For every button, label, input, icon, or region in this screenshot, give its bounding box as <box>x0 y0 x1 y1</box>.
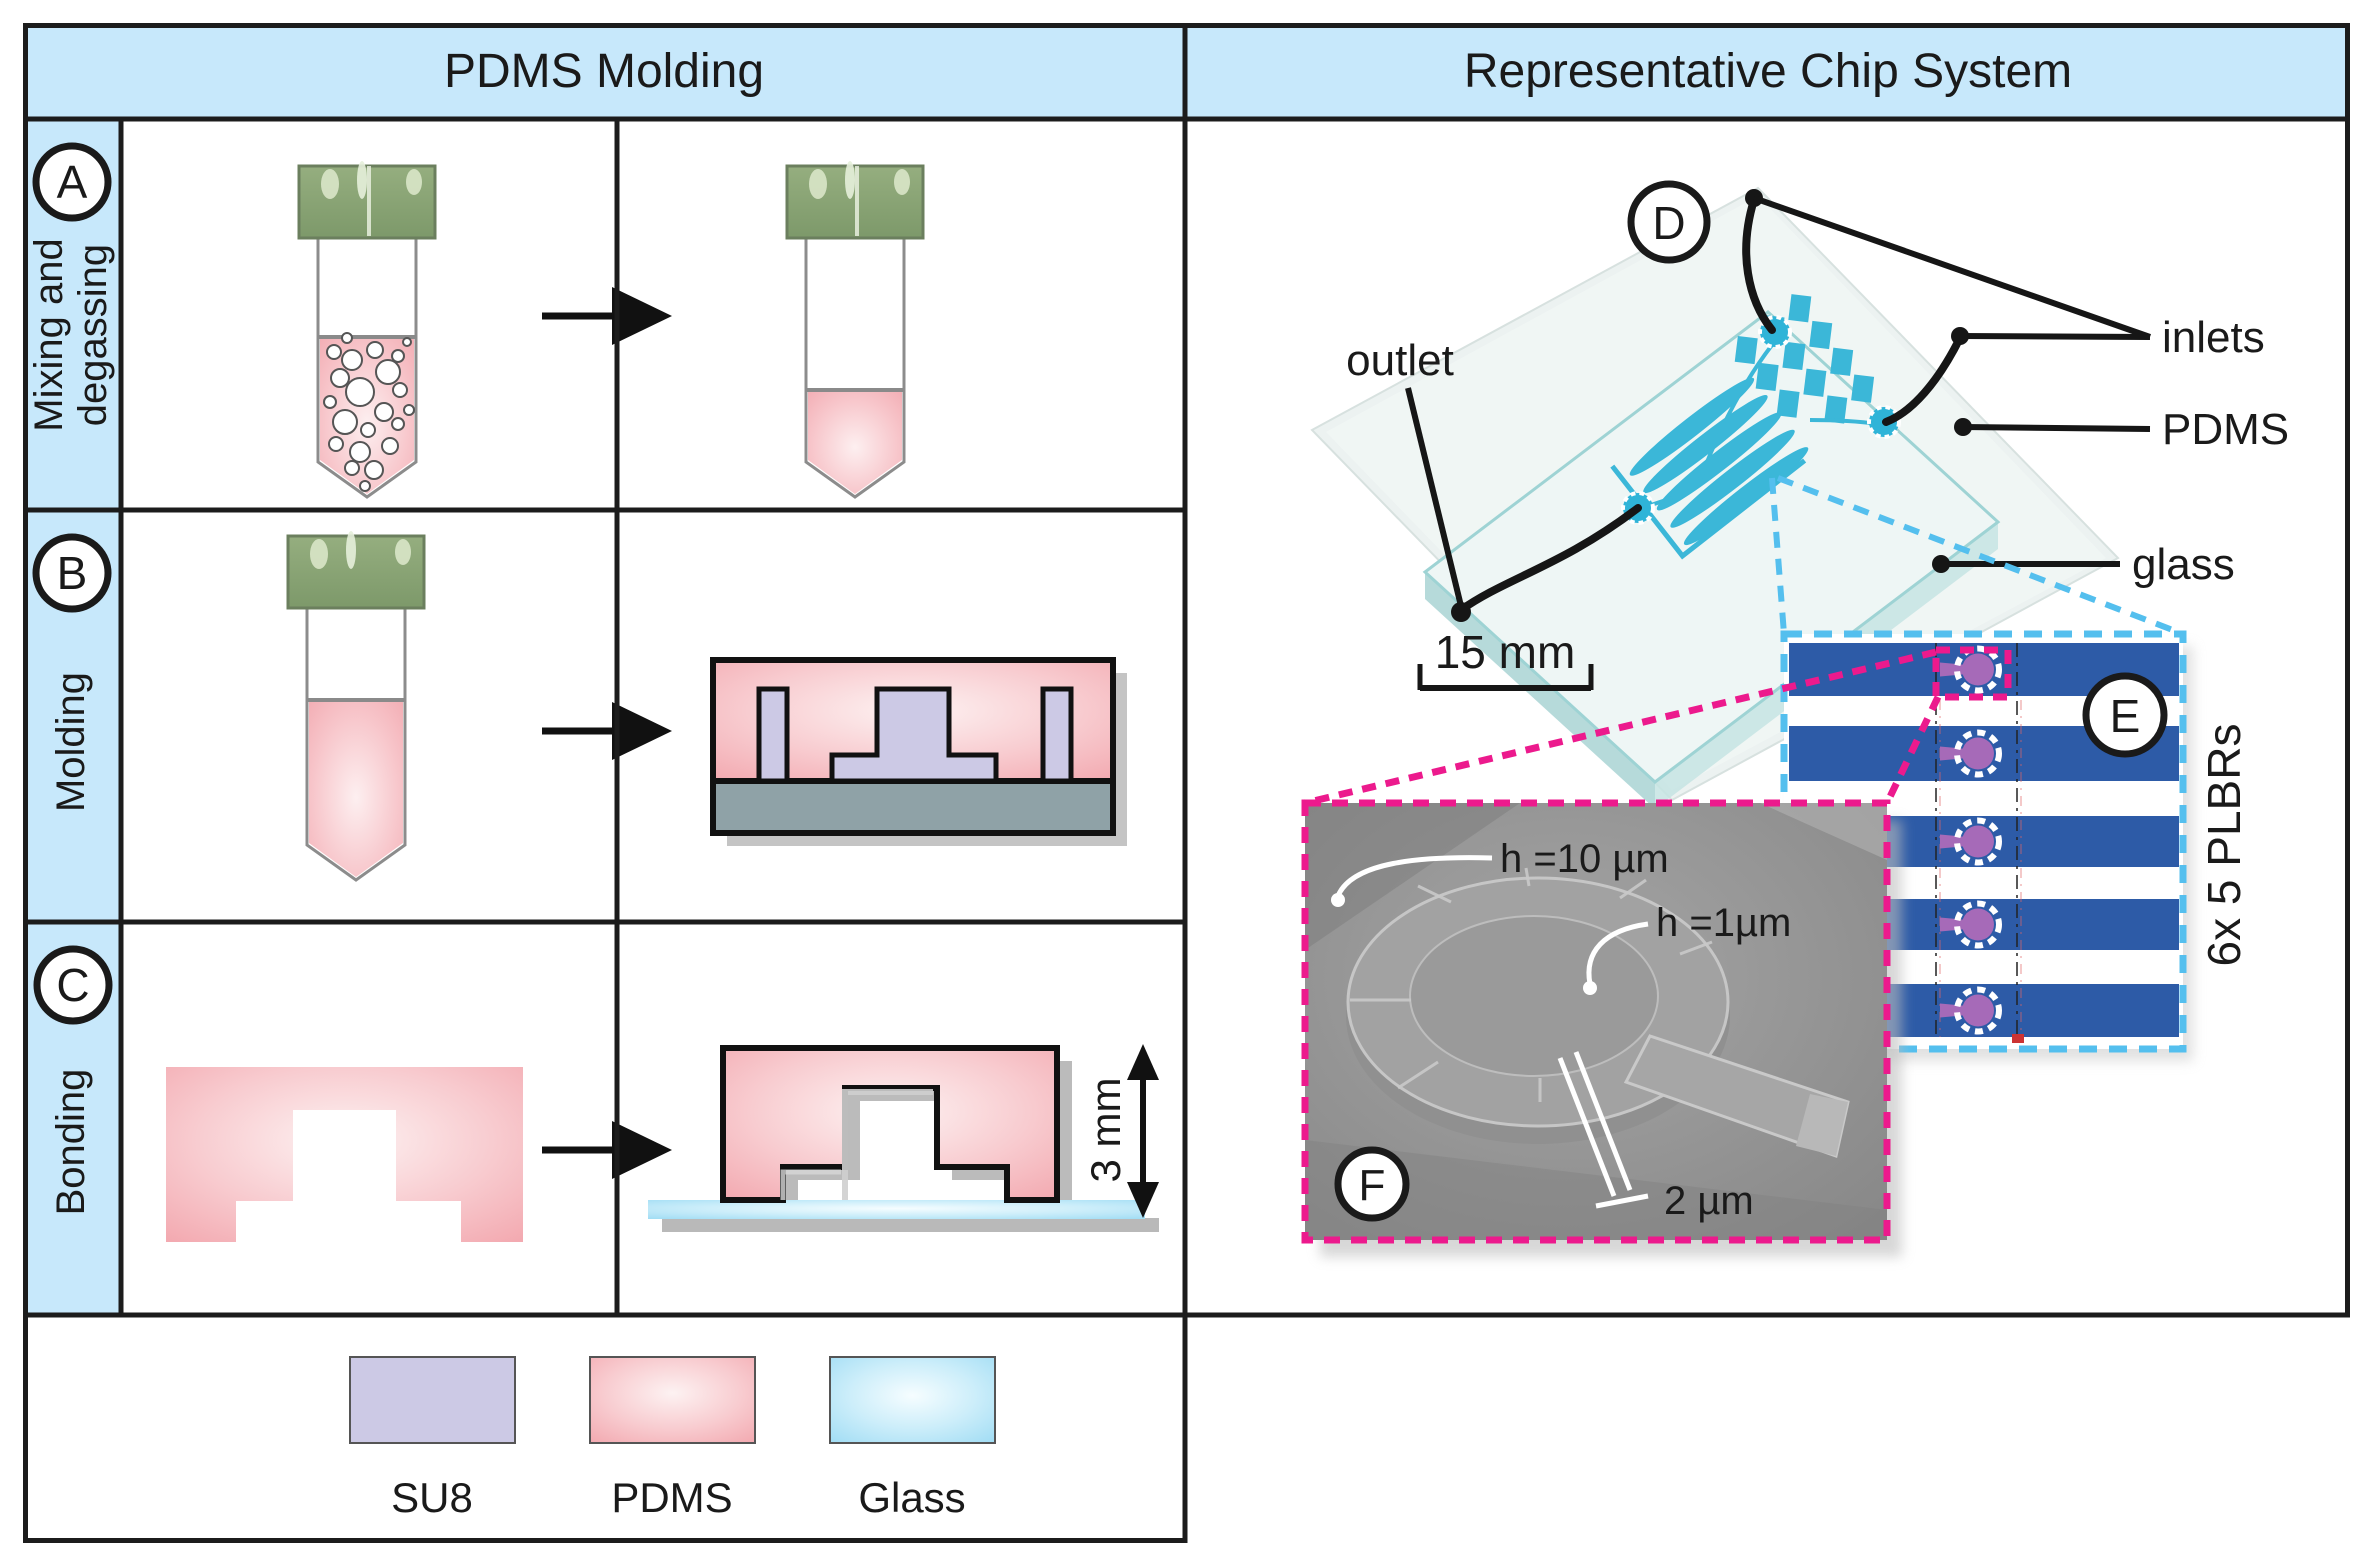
panel-e-badge <box>2082 672 2168 758</box>
leader-lines <box>1405 195 2151 607</box>
step-a-badge <box>32 142 112 222</box>
tube-bubbly-mixture <box>297 161 437 499</box>
inlets-label: inlets <box>2162 313 2265 362</box>
bubbles <box>323 332 415 492</box>
row-b-label: B Molding <box>32 533 112 812</box>
legend-label-pdms: PDMS <box>611 1474 732 1521</box>
legend-swatch-su8 <box>349 1356 516 1444</box>
zoom-wedge-magenta <box>1304 648 1942 807</box>
step-a-letter: A <box>57 156 88 208</box>
left-header-bg <box>23 23 1185 119</box>
row-a-label: A Mixing anddegassing <box>27 142 115 432</box>
glass-shadow <box>662 1218 1159 1232</box>
height-dimension-label: 3 mm <box>1082 1078 1129 1183</box>
mold-cross-section <box>710 657 1127 846</box>
tube-degassed <box>785 161 925 499</box>
bonded-chip-assembly: 3 mm <box>648 1044 1159 1232</box>
plbr-count-label: 6x 5 PLBRs <box>2198 724 2250 967</box>
sem-annotation-lines <box>1335 855 1649 1209</box>
glass-label: glass <box>2132 540 2235 589</box>
microchannel-network <box>1610 294 1875 560</box>
tube-pouring <box>286 531 426 882</box>
left-panel-title: PDMS Molding <box>444 45 764 98</box>
legend-swatch-pdms <box>589 1356 756 1444</box>
materials-legend: SU8 PDMS Glass <box>349 1356 996 1521</box>
arrow-icon <box>542 702 672 760</box>
sem-width-label: 2 µm <box>1664 1179 1754 1223</box>
legend-label-glass: Glass <box>858 1474 965 1521</box>
panel-e-letter: E <box>2110 690 2141 742</box>
scale-bar: 15 mm <box>1417 626 1594 691</box>
sem-reactor <box>1346 867 1850 1158</box>
glass-slide <box>648 1200 1145 1219</box>
row-a-caption: Mixing anddegassing <box>27 238 115 431</box>
wafer-substrate <box>710 778 1116 836</box>
peeled-pdms-slab <box>166 1067 523 1242</box>
arrow-icon <box>542 287 672 345</box>
tubing <box>1457 196 1964 614</box>
table-borders <box>23 23 2350 1543</box>
height-dimension: 3 mm <box>1082 1044 1159 1218</box>
zoom-box-magenta <box>1932 646 2012 701</box>
cad-marker <box>2012 1034 2024 1043</box>
zoom-wedge-cyan <box>1769 475 2185 637</box>
tube-cap <box>286 534 426 610</box>
scale-bar-label: 15 mm <box>1435 626 1576 678</box>
legend-swatch-glass <box>829 1356 996 1444</box>
row-b-caption: Molding <box>49 672 93 812</box>
outlet-label: outlet <box>1346 336 1454 385</box>
legend-label-su8: SU8 <box>391 1474 473 1521</box>
photo-pdms-block <box>1422 310 2001 784</box>
row-c-caption: Bonding <box>49 1069 93 1216</box>
arrow-icon <box>542 1121 672 1179</box>
row-c-label: C Bonding <box>33 945 113 1216</box>
step-c-badge <box>33 945 113 1025</box>
step-c-letter: C <box>56 959 89 1011</box>
pdms-label: PDMS <box>2162 405 2289 454</box>
right-header-bg <box>1185 23 2350 119</box>
step-b-letter: B <box>57 547 88 599</box>
plbr-reactors <box>1940 645 2002 1035</box>
panel-d-letter: D <box>1652 197 1685 249</box>
bonded-pdms-block <box>720 1045 1060 1203</box>
step-b-badge <box>32 533 112 613</box>
sem-height-label-top: h =10 µm <box>1500 837 1669 881</box>
right-panel-title: Representative Chip System <box>1464 45 2072 98</box>
panel-d-badge <box>1627 180 1711 264</box>
sem-panel: h =10 µm h =1µm 2 µm F <box>1301 799 1902 1257</box>
panel-f-letter: F <box>1359 1161 1386 1210</box>
row-label-column-bg <box>23 119 121 1315</box>
sem-height-label-mid: h =1µm <box>1656 901 1791 945</box>
su8-features <box>756 686 1074 784</box>
panel-f-badge <box>1334 1146 1410 1222</box>
